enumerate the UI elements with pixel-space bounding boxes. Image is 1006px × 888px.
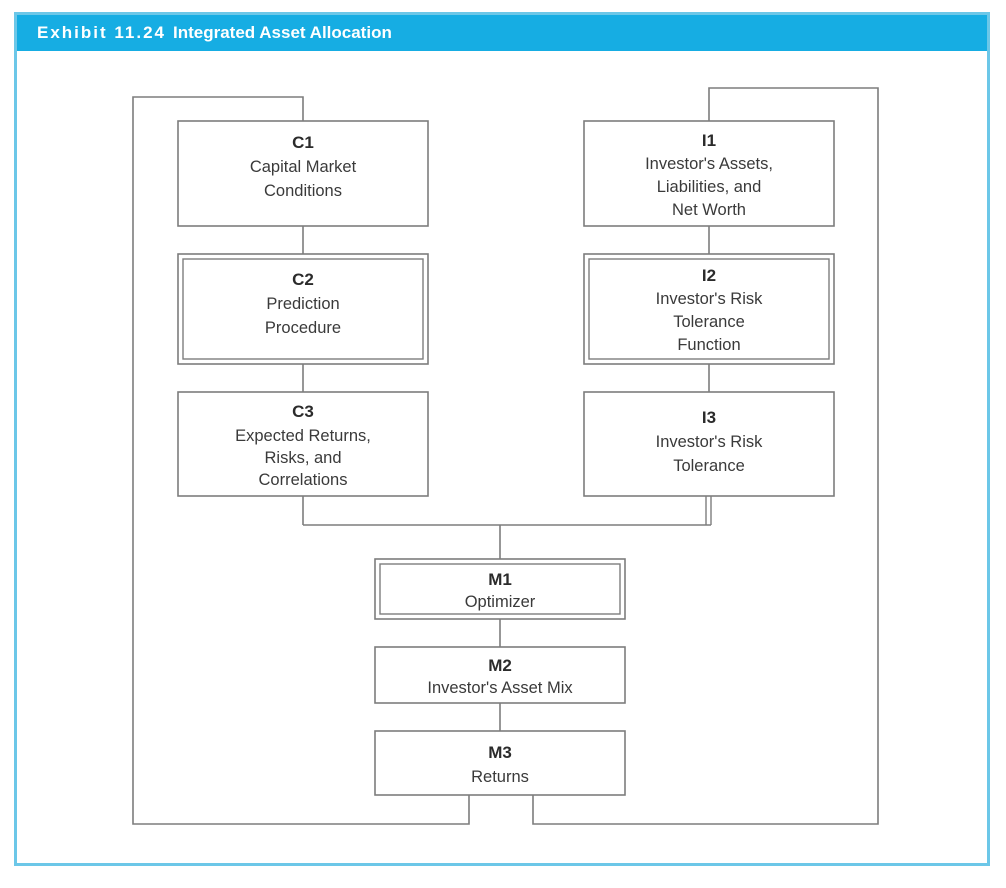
node-M1-line-1: Optimizer [465, 593, 536, 611]
node-M2-box [374, 646, 626, 704]
exhibit-header: Exhibit 11.24 Integrated Asset Allocatio… [17, 15, 987, 51]
node-I3-code: I3 [702, 408, 716, 427]
node-C2-box-inner [182, 258, 424, 360]
node-M3[interactable]: M3 Returns [374, 730, 626, 796]
edge-m3-i1-feedback [532, 87, 879, 825]
node-M3-box [374, 730, 626, 796]
node-M1[interactable]: M1 Optimizer [374, 558, 626, 620]
node-C3[interactable]: C3 Expected Returns, Risks, and Correlat… [177, 391, 429, 497]
node-I2-line-3: Function [677, 336, 740, 354]
node-C1-code: C1 [292, 133, 314, 152]
node-I2-box-inner [588, 258, 830, 360]
node-I3-box [583, 391, 835, 497]
node-M2-line-1: Investor's Asset Mix [427, 679, 573, 697]
exhibit-title: Integrated Asset Allocation [173, 23, 392, 42]
node-I1-box [583, 120, 835, 227]
node-I3-line-2: Tolerance [673, 457, 745, 475]
node-C2-line-2: Procedure [265, 319, 341, 337]
node-I2-line-1: Investor's Risk [656, 290, 764, 308]
node-C3-line-2: Risks, and [264, 449, 341, 467]
node-I1-line-2: Liabilities, and [657, 178, 762, 196]
node-I1-line-1: Investor's Assets, [645, 155, 773, 173]
node-C2-line-1: Prediction [266, 295, 339, 313]
node-I2[interactable]: I2 Investor's Risk Tolerance Function [583, 253, 835, 365]
integrated-asset-allocation-flowchart: C1 Capital Market Conditions C2 Predicti… [132, 87, 879, 825]
node-M1-box-inner [379, 563, 621, 615]
node-I3-line-1: Investor's Risk [656, 433, 764, 451]
diagram-area: C1 Capital Market Conditions C2 Predicti… [17, 51, 987, 863]
connectors [132, 87, 879, 825]
node-C1-box [177, 120, 429, 227]
node-I3[interactable]: I3 Investor's Risk Tolerance [583, 391, 835, 497]
node-C3-code: C3 [292, 402, 314, 421]
edge-m3-c1-feedback [132, 96, 470, 825]
exhibit-label: Exhibit 11.24 [37, 23, 166, 42]
node-M2-code: M2 [488, 656, 512, 675]
node-I2-line-2: Tolerance [673, 313, 745, 331]
node-I1-line-3: Net Worth [672, 201, 746, 219]
exhibit-card: Exhibit 11.24 Integrated Asset Allocatio… [14, 12, 990, 866]
node-C3-line-1: Expected Returns, [235, 427, 371, 445]
node-C3-box [177, 391, 429, 497]
node-C1-line-1: Capital Market [250, 158, 357, 176]
node-M3-line-1: Returns [471, 768, 529, 786]
node-C2[interactable]: C2 Prediction Procedure [177, 253, 429, 365]
node-C2-code: C2 [292, 270, 314, 289]
node-C1-line-2: Conditions [264, 182, 342, 200]
node-M3-code: M3 [488, 743, 512, 762]
node-C3-line-3: Correlations [259, 471, 348, 489]
node-C1[interactable]: C1 Capital Market Conditions [177, 120, 429, 227]
node-I1-code: I1 [702, 131, 716, 150]
node-I1[interactable]: I1 Investor's Assets, Liabilities, and N… [583, 120, 835, 227]
node-M2[interactable]: M2 Investor's Asset Mix [374, 646, 626, 704]
node-M1-code: M1 [488, 570, 512, 589]
node-I2-code: I2 [702, 266, 716, 285]
